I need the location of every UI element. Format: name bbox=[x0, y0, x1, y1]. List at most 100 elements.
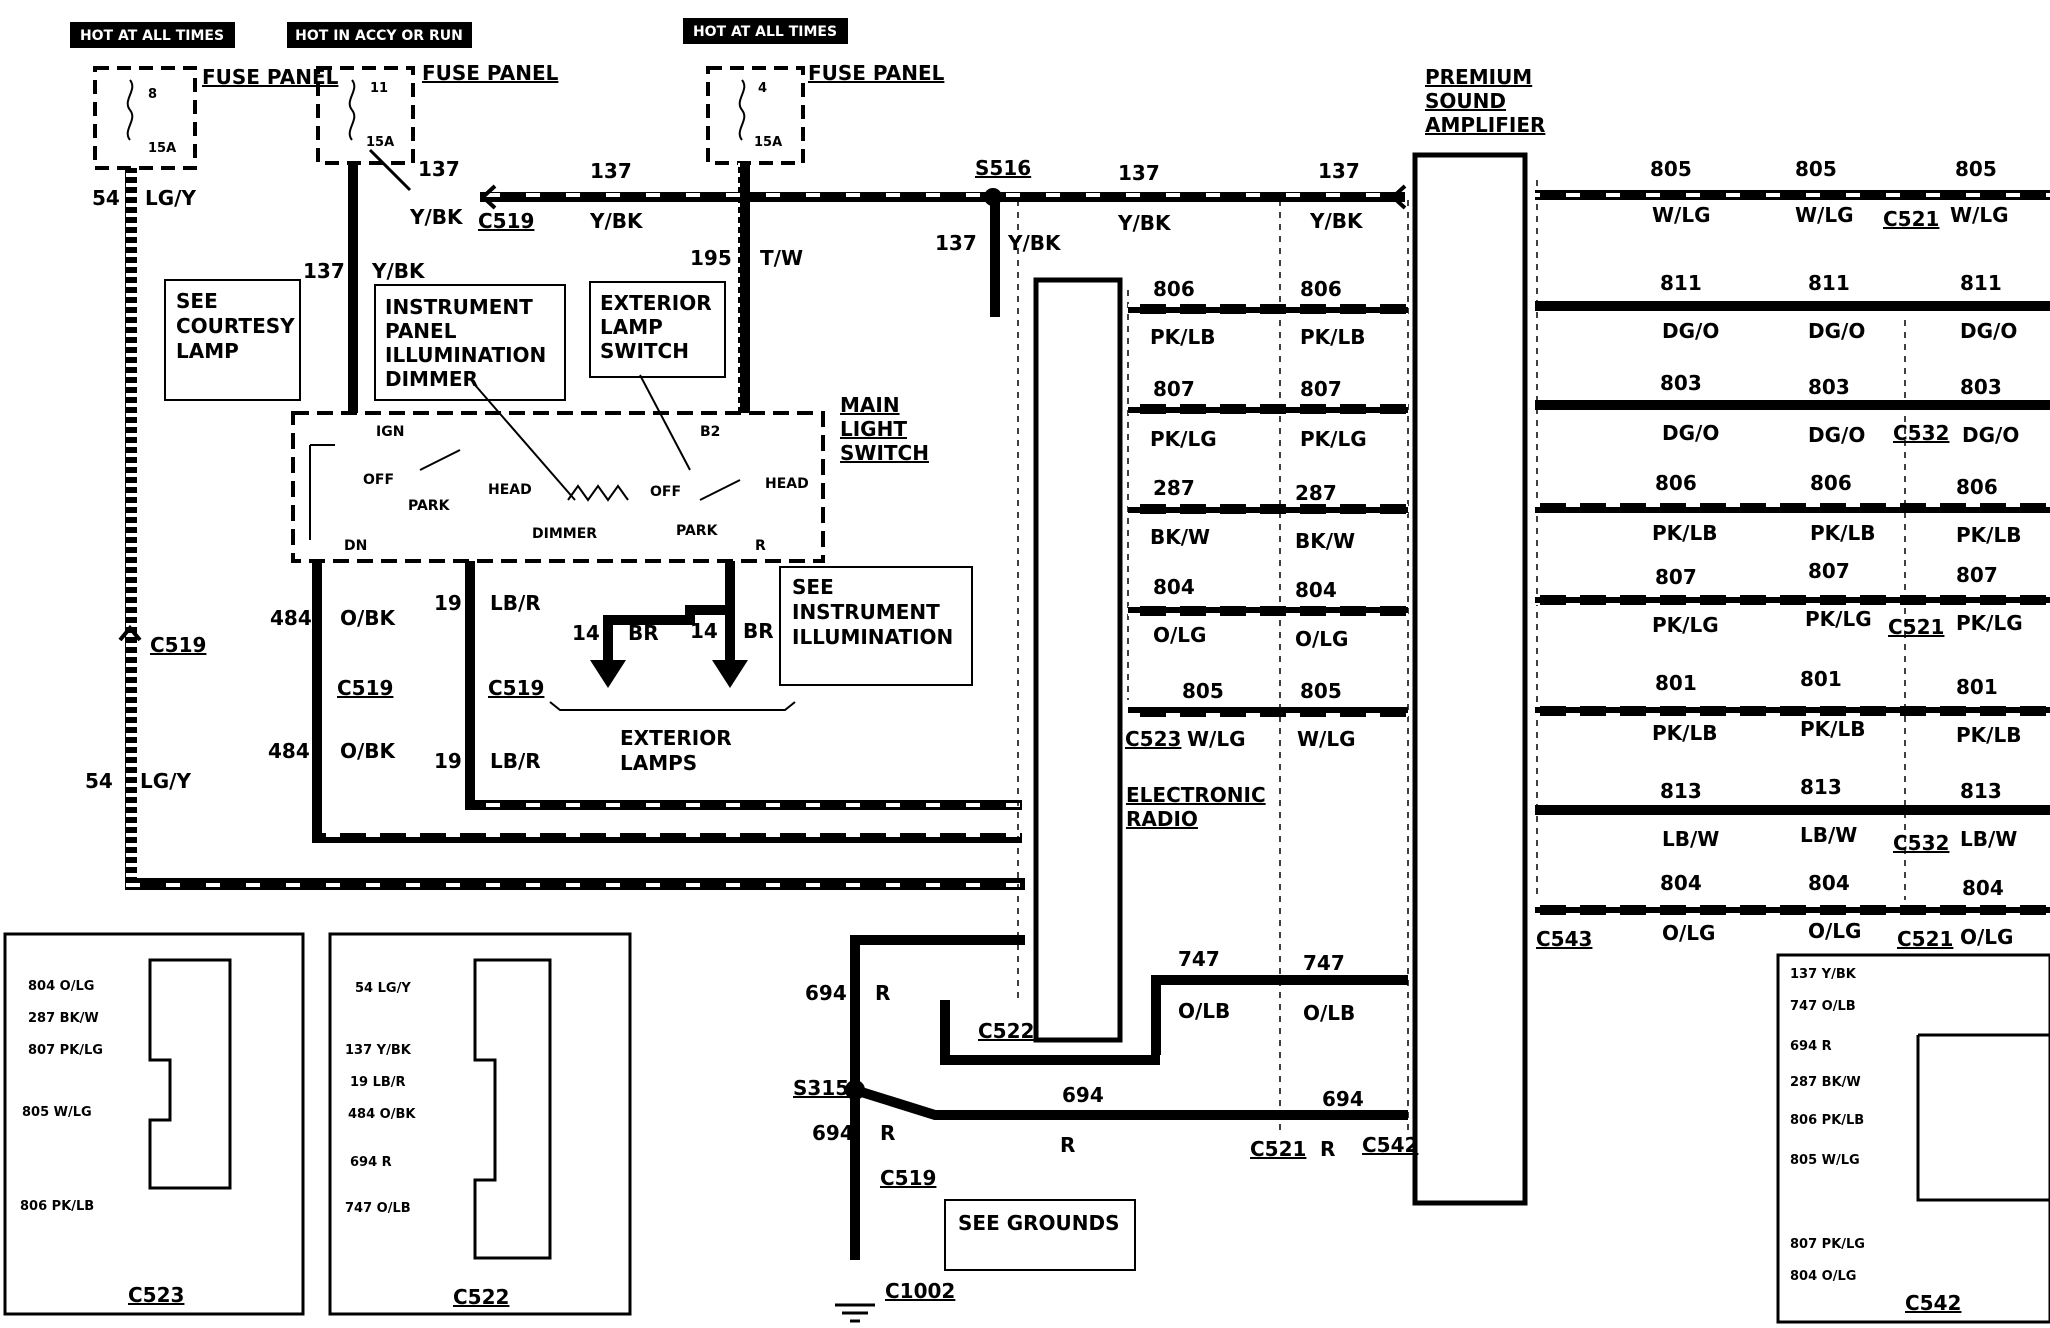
amp-wire-811: 811 DG/O 811 DG/O 811 DG/O bbox=[1535, 271, 2050, 343]
svg-text:O/BK: O/BK bbox=[340, 606, 397, 630]
svg-text:SEE: SEE bbox=[176, 289, 218, 313]
svg-text:C519: C519 bbox=[337, 676, 393, 700]
svg-text:694: 694 bbox=[1322, 1087, 1364, 1111]
svg-text:C543: C543 bbox=[1536, 927, 1592, 951]
svg-text:806 PK/LB: 806 PK/LB bbox=[20, 1199, 94, 1214]
svg-text:OFF: OFF bbox=[363, 472, 394, 488]
svg-text:694: 694 bbox=[812, 1121, 854, 1145]
amp-wire-803: 803 DG/O 803 DG/O 803 DG/O C532 bbox=[1535, 371, 2050, 447]
svg-text:19 LB/R: 19 LB/R bbox=[350, 1075, 406, 1090]
svg-text:OFF: OFF bbox=[650, 484, 681, 500]
svg-text:14: 14 bbox=[572, 621, 600, 645]
fuse-8: 8 15A FUSE PANEL bbox=[93, 65, 339, 170]
svg-text:811: 811 bbox=[1660, 271, 1702, 295]
svg-text:C523: C523 bbox=[1125, 727, 1181, 751]
svg-text:Y/BK: Y/BK bbox=[1007, 231, 1062, 255]
svg-text:COURTESY: COURTESY bbox=[176, 314, 295, 338]
svg-text:805: 805 bbox=[1182, 679, 1224, 703]
svg-text:LAMP: LAMP bbox=[176, 339, 239, 363]
svg-text:813: 813 bbox=[1800, 775, 1842, 799]
svg-text:694: 694 bbox=[805, 981, 847, 1005]
svg-text:DG/O: DG/O bbox=[1662, 421, 1719, 445]
svg-text:C519: C519 bbox=[150, 633, 206, 657]
fuse-11: 11 15A FUSE PANEL bbox=[316, 61, 559, 165]
radio-wire-747: 747 O/LB 747 O/LB bbox=[1151, 947, 1408, 1055]
svg-text:EXTERIOR: EXTERIOR bbox=[600, 291, 712, 315]
svg-text:137 Y/BK: 137 Y/BK bbox=[345, 1043, 412, 1058]
svg-text:O/LG: O/LG bbox=[1295, 627, 1348, 651]
header-hot-in-accy-or-run: HOT IN ACCY OR RUN bbox=[287, 22, 472, 48]
svg-text:PANEL: PANEL bbox=[385, 319, 457, 343]
svg-text:804: 804 bbox=[1808, 871, 1850, 895]
svg-text:DG/O: DG/O bbox=[1662, 319, 1719, 343]
wire-137-fuse11: 137 Y/BK 137 Y/BK C519 bbox=[303, 148, 534, 413]
svg-text:BK/W: BK/W bbox=[1295, 529, 1355, 553]
svg-text:HOT AT ALL TIMES: HOT AT ALL TIMES bbox=[693, 24, 837, 40]
svg-text:ELECTRONIC: ELECTRONIC bbox=[1126, 783, 1266, 807]
svg-text:ILLUMINATION: ILLUMINATION bbox=[385, 343, 546, 367]
radio-wire-287: 287 BK/W 287 BK/W bbox=[1128, 476, 1408, 553]
see-grounds-box: SEE GROUNDS bbox=[944, 1199, 1136, 1271]
svg-text:805: 805 bbox=[1955, 157, 1997, 181]
svg-text:807: 807 bbox=[1153, 377, 1195, 401]
svg-text:PK/LG: PK/LG bbox=[1150, 427, 1217, 451]
instrument-panel-dimmer-box: INSTRUMENT PANEL ILLUMINATION DIMMER bbox=[374, 284, 566, 401]
svg-text:O/BK: O/BK bbox=[340, 739, 397, 763]
svg-text:PK/LG: PK/LG bbox=[1805, 607, 1872, 631]
svg-text:SEE: SEE bbox=[792, 575, 834, 599]
svg-text:RADIO: RADIO bbox=[1126, 807, 1198, 831]
svg-text:805: 805 bbox=[1795, 157, 1837, 181]
svg-text:C519: C519 bbox=[488, 676, 544, 700]
svg-text:19: 19 bbox=[434, 749, 462, 773]
svg-text:PK/LB: PK/LB bbox=[1956, 723, 2021, 747]
exterior-lamp-switch-box: EXTERIOR LAMP SWITCH bbox=[589, 281, 726, 378]
svg-text:804: 804 bbox=[1153, 575, 1195, 599]
pinout-c522: 54 LG/Y 137 Y/BK 19 LB/R 484 O/BK 694 R … bbox=[328, 932, 632, 1316]
svg-text:LIGHT: LIGHT bbox=[840, 417, 907, 441]
svg-text:805 W/LG: 805 W/LG bbox=[1790, 1153, 1860, 1168]
svg-text:C542: C542 bbox=[1905, 1291, 1961, 1315]
fuse-panel-label-2: FUSE PANEL bbox=[422, 61, 559, 85]
svg-text:694: 694 bbox=[1062, 1083, 1104, 1107]
svg-text:Y/BK: Y/BK bbox=[1309, 209, 1364, 233]
svg-text:LG/Y: LG/Y bbox=[145, 186, 196, 210]
amp-wire-806: 806 PK/LB 806 PK/LB 806 PK/LB bbox=[1535, 471, 2050, 547]
svg-text:W/LG: W/LG bbox=[1297, 727, 1356, 751]
svg-text:W/LG: W/LG bbox=[1795, 203, 1854, 227]
svg-text:811: 811 bbox=[1960, 271, 2002, 295]
svg-text:EXTERIOR: EXTERIOR bbox=[620, 726, 732, 750]
svg-text:PK/LG: PK/LG bbox=[1300, 427, 1367, 451]
svg-text:PK/LB: PK/LB bbox=[1810, 521, 1875, 545]
svg-text:805: 805 bbox=[1300, 679, 1342, 703]
svg-text:11: 11 bbox=[370, 81, 388, 96]
svg-text:803: 803 bbox=[1960, 375, 2002, 399]
svg-text:BK/W: BK/W bbox=[1150, 525, 1210, 549]
svg-text:PK/LB: PK/LB bbox=[1300, 325, 1365, 349]
svg-text:137 Y/BK: 137 Y/BK bbox=[1790, 967, 1857, 982]
svg-text:DG/O: DG/O bbox=[1808, 423, 1865, 447]
svg-text:C1002: C1002 bbox=[885, 1279, 955, 1303]
svg-text:287 BK/W: 287 BK/W bbox=[28, 1011, 99, 1026]
svg-text:SWITCH: SWITCH bbox=[840, 441, 929, 465]
svg-text:813: 813 bbox=[1660, 779, 1702, 803]
svg-text:747 O/LB: 747 O/LB bbox=[1790, 999, 1856, 1014]
amp-wire-804: 804 O/LG 804 O/LG 804 O/LG C543 C521 bbox=[1535, 871, 2050, 951]
svg-text:HEAD: HEAD bbox=[765, 476, 809, 492]
svg-text:R: R bbox=[875, 981, 890, 1005]
svg-text:747 O/LB: 747 O/LB bbox=[345, 1201, 411, 1216]
svg-text:694 R: 694 R bbox=[1790, 1039, 1832, 1054]
svg-text:O/LG: O/LG bbox=[1662, 921, 1715, 945]
svg-text:484 O/BK: 484 O/BK bbox=[348, 1107, 416, 1122]
svg-text:804: 804 bbox=[1962, 876, 2004, 900]
svg-text:DN: DN bbox=[344, 538, 367, 554]
svg-text:806: 806 bbox=[1956, 475, 1998, 499]
svg-text:Y/BK: Y/BK bbox=[589, 209, 644, 233]
svg-text:R: R bbox=[755, 538, 766, 554]
svg-text:801: 801 bbox=[1800, 667, 1842, 691]
svg-text:LB/W: LB/W bbox=[1800, 823, 1857, 847]
wire-694: S315 694 R 694 R 694 R 694 R C522 C521 C… bbox=[793, 935, 1418, 1323]
amp-wire-807: 807 PK/LG 807 PK/LG 807 PK/LG C521 bbox=[1535, 559, 2050, 639]
wire-195: 195 T/W bbox=[690, 163, 803, 413]
svg-text:806: 806 bbox=[1810, 471, 1852, 495]
